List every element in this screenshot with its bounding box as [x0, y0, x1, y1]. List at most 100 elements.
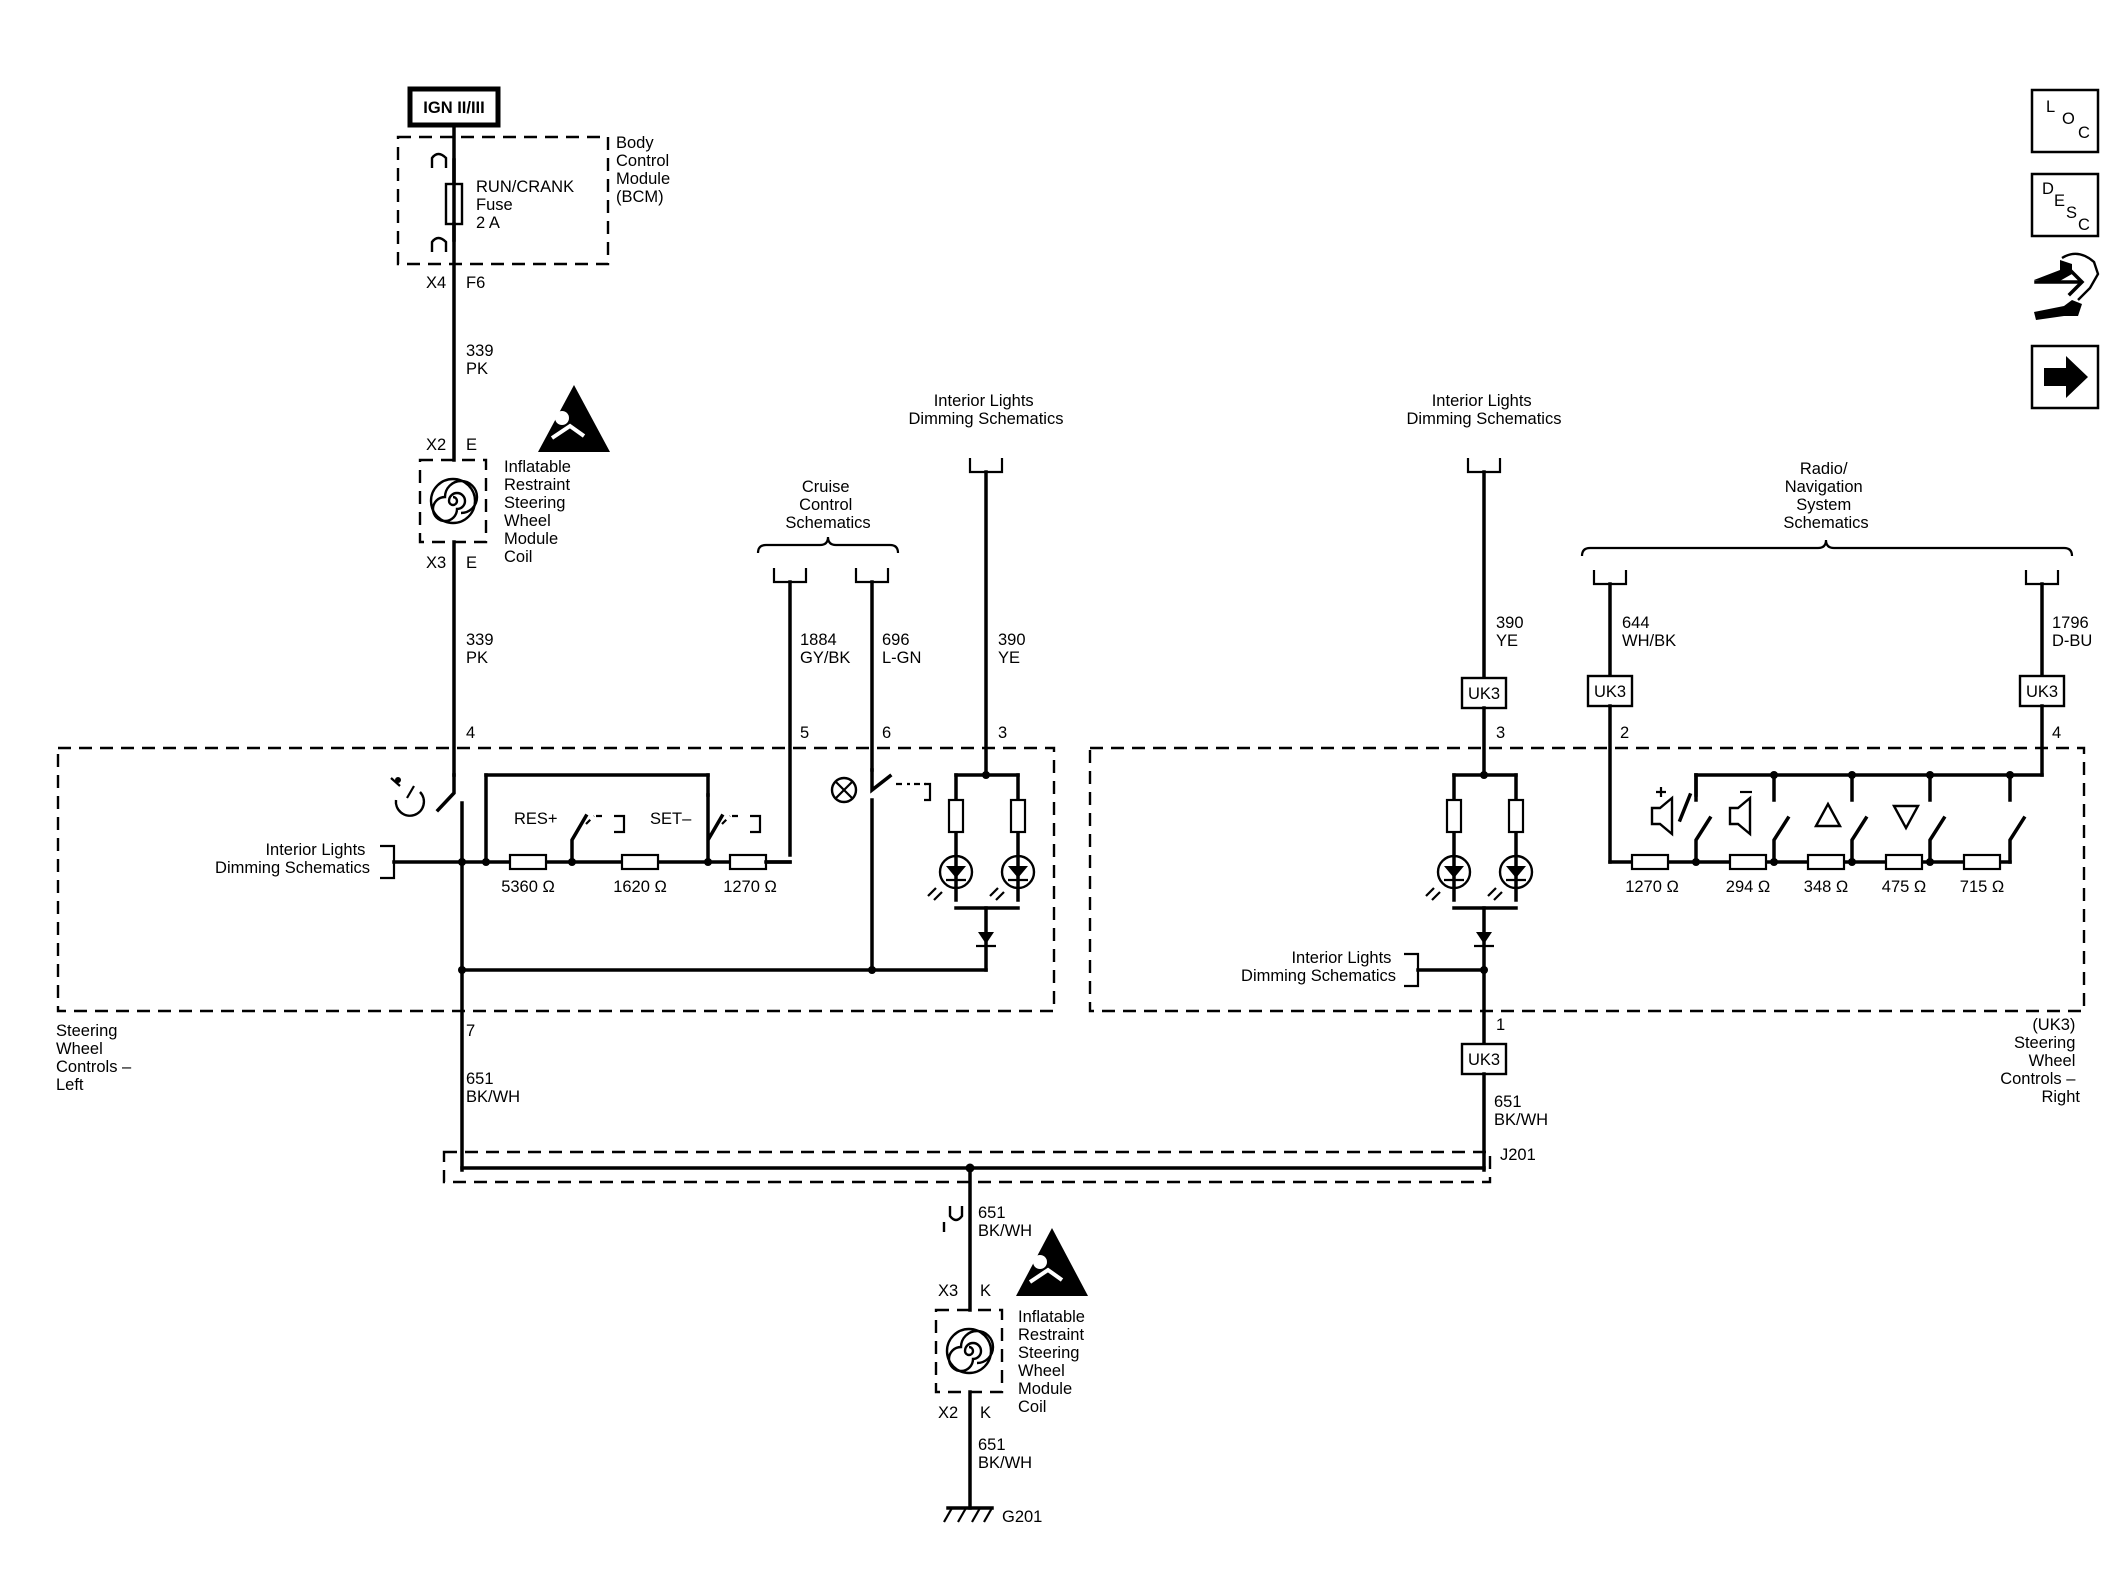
airbag-warning-icon-top [538, 385, 610, 452]
resistor-1620-label: 1620 Ω [613, 878, 667, 896]
ground-symbol-g201 [943, 1506, 994, 1523]
resistor-1270-right [1630, 853, 1670, 871]
coil-bottom-label: Inflatable Restraint Steering Wheel Modu… [1018, 1308, 1090, 1416]
radio-bracket [1580, 539, 2074, 557]
svg-text:D: D [2042, 180, 2054, 198]
resistor-475-label: 475 Ω [1882, 878, 1926, 896]
uk3-tag-390: UK3 [1460, 676, 1508, 710]
right-steering-wheel-controls [1088, 746, 2086, 1013]
led-resistor-right-2 [1507, 798, 1525, 834]
diode-left [976, 932, 996, 948]
svg-text:UK3: UK3 [1594, 683, 1626, 701]
right-pin-2: 2 [1620, 724, 1629, 742]
uk3-tag-1796: UK3 [2018, 674, 2066, 708]
svg-text:C: C [2078, 216, 2090, 234]
right-pin-3: 3 [1496, 724, 1505, 742]
ground-label: G201 [1002, 1508, 1042, 1526]
seek-up-icon [1813, 801, 1843, 828]
svg-text:UK3: UK3 [1468, 1051, 1500, 1069]
wire-651-right-label: 651 BK/WH [1494, 1093, 1548, 1129]
location-nav-icon[interactable]: L O C [2030, 88, 2100, 154]
bcm-pin: F6 [466, 274, 485, 292]
resistor-5360-label: 5360 Ω [501, 878, 555, 896]
led-icon-right-1 [1425, 854, 1472, 901]
left-pin-5: 5 [800, 724, 809, 742]
wire-390-left-label: 390 YE [998, 631, 1030, 667]
set-minus-switch: SET– [650, 793, 762, 864]
wire-390-right-label: 390 YE [1496, 614, 1528, 650]
radio-connector-644 [1592, 570, 1628, 586]
diode-right [1474, 932, 1494, 948]
coil-bottom-conn-in: X3 [938, 1282, 958, 1300]
cruise-control-reference: Cruise Control Schematics [785, 478, 870, 532]
coil-bottom-pin-out: K [980, 1404, 991, 1422]
ild-connector-right [1466, 458, 1502, 474]
uk3-tag-651: UK3 [1460, 1042, 1508, 1076]
resistor-1270-right-label: 1270 Ω [1625, 878, 1679, 896]
bcm-connector: X4 [426, 274, 446, 292]
cruise-main-switch [435, 773, 456, 813]
splice-pack-j201 [442, 1150, 1492, 1184]
resistor-1620 [620, 853, 660, 871]
description-nav-icon[interactable]: D E S C [2030, 172, 2100, 238]
airbag-warning-icon-bottom [1016, 1228, 1088, 1296]
resistor-715-label: 715 Ω [1960, 878, 2004, 896]
ild-connector-left [968, 458, 1004, 474]
led-icon-left-1 [927, 854, 974, 901]
wire-651-ground-label: 651 BK/WH [978, 1436, 1032, 1472]
svg-text:S: S [2066, 204, 2077, 222]
volume-up-icon [1650, 787, 1674, 837]
body-control-module: Body Control Module (BCM) RUN/CRANK Fuse… [396, 134, 670, 292]
wire-1884-label: 1884 GY/BK [800, 631, 850, 667]
next-arrow-icon[interactable] [2030, 344, 2100, 410]
cruise-connector-696 [854, 568, 890, 584]
wire-696-label: 696 L-GN [882, 631, 921, 667]
svg-text:C: C [2078, 124, 2090, 142]
res-plus-switch: RES+ [514, 810, 626, 864]
coil-bottom-conn-out: X2 [938, 1404, 958, 1422]
left-pin-4: 4 [466, 724, 475, 742]
led-resistor-left-2 [1009, 798, 1027, 834]
led-icon-right-2 [1487, 854, 1534, 901]
interior-lights-reference-internal-right: Interior Lights Dimming Schematics [1241, 949, 1396, 985]
left-pin-6: 6 [882, 724, 891, 742]
coil-top-conn-in: X2 [426, 436, 446, 454]
svg-text:O: O [2062, 110, 2075, 128]
coil-top-label: Inflatable Restraint Steering Wheel Modu… [504, 458, 576, 566]
resistor-348 [1806, 853, 1846, 871]
coil-top-pin-out: E [466, 554, 477, 572]
wire-651-left-label: 651 BK/WH [466, 1070, 520, 1106]
right-switch-contacts [1677, 771, 2027, 866]
resistor-294-label: 294 Ω [1726, 878, 1770, 896]
cruise-lamp-icon [830, 776, 858, 804]
wire-339-upper-label: 339 PK [466, 342, 498, 378]
resistor-1270-left [728, 853, 768, 871]
resistor-1270-left-label: 1270 Ω [723, 878, 777, 896]
svg-text:SET–: SET– [650, 810, 692, 828]
run-crank-fuse: RUN/CRANK Fuse 2 A [430, 152, 579, 252]
svg-text:RES+: RES+ [514, 810, 558, 828]
right-pin-4: 4 [2052, 724, 2061, 742]
resistor-294 [1728, 853, 1768, 871]
resistor-475 [1884, 853, 1924, 871]
led-resistor-left-1 [947, 798, 965, 834]
resistor-348-label: 348 Ω [1804, 878, 1848, 896]
coil-bottom-pin-in: K [980, 1282, 991, 1300]
radio-connector-1796 [2024, 570, 2060, 586]
interior-lights-reference-right: Interior Lights Dimming Schematics [1407, 392, 1562, 428]
wire-1796-label: 1796 D-BU [2052, 614, 2093, 650]
connector-repair-icon[interactable] [2034, 252, 2100, 320]
resistor-715 [1962, 853, 2002, 871]
left-pin-3: 3 [998, 724, 1007, 742]
svg-text:RUN/CRANK Fuse: RUN/CRANK Fuse 2 A [476, 178, 579, 232]
cruise-connector-1884 [772, 568, 808, 584]
wire-644-label: 644 WH/BK [1622, 614, 1676, 650]
splice-label: J201 [1500, 1146, 1536, 1164]
radio-navigation-reference: Radio/ Navigation System Schematics [1783, 460, 1868, 532]
uk3-tag-644: UK3 [1586, 674, 1634, 708]
svg-text:UK3: UK3 [2026, 683, 2058, 701]
svg-text:E: E [2054, 192, 2065, 210]
clockspring-icon-bottom [945, 1327, 995, 1375]
svg-text:UK3: UK3 [1468, 685, 1500, 703]
